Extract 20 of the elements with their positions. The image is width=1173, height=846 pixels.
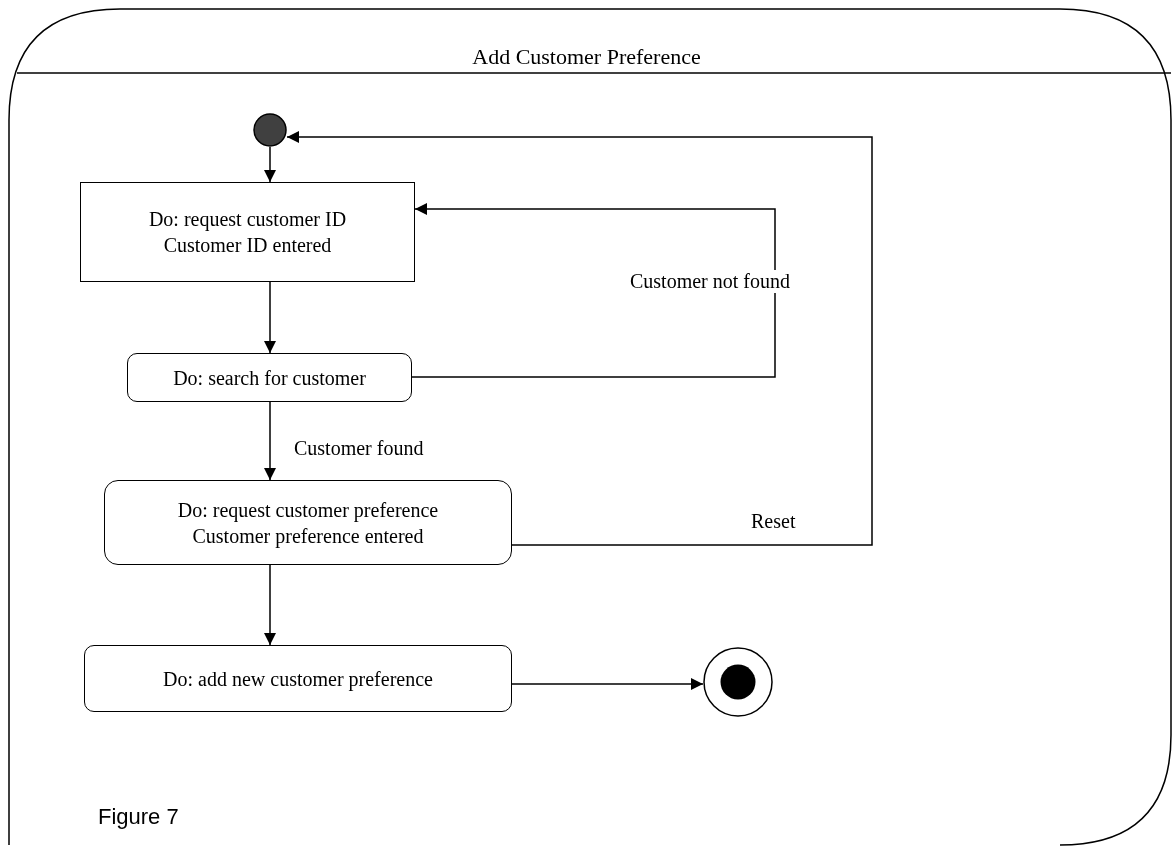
state-title: Add Customer Preference: [471, 44, 702, 70]
action-box: [80, 182, 415, 282]
state-text: Do: request customer ID: [148, 207, 347, 232]
state-box: [127, 353, 412, 402]
state-box: [104, 480, 512, 565]
transition-arrow: [264, 401, 276, 481]
transition-arrow: [264, 281, 276, 354]
figure-caption: Figure 7: [98, 804, 179, 830]
transition-arrow: [264, 564, 276, 646]
state-text: Do: search for customer: [173, 365, 366, 391]
transition-arrow: [511, 678, 704, 690]
state-text: Customer preference entered: [192, 523, 424, 549]
state-box: [84, 645, 512, 712]
transition-arrow: [411, 203, 776, 378]
edge-label: Customer not found: [627, 270, 793, 293]
transition-arrow: [264, 146, 276, 183]
state-text: Do: request customer preference: [177, 497, 439, 523]
state-text: Customer ID entered: [163, 233, 332, 258]
transition-arrow: [286, 131, 873, 546]
state-text: Do: add new customer preference: [163, 666, 433, 692]
